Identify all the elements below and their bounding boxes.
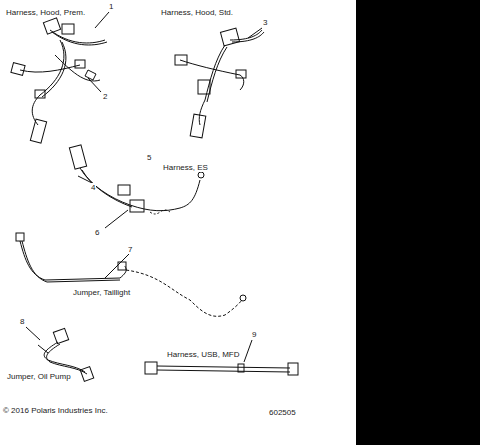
callout-number: 5 (146, 153, 152, 162)
callout-number: 8 (19, 317, 25, 326)
harness-hood-prem (11, 12, 109, 143)
part-name: Jumper, Taillight (72, 288, 131, 297)
harness-es (69, 145, 204, 228)
part-name: Harness, ES (162, 163, 209, 172)
black-band (356, 0, 480, 445)
part-name: Jumper, Oil Pump (6, 372, 72, 381)
callout-number: 1 (108, 2, 114, 11)
jumper-taillight (16, 233, 246, 316)
callout-number: 7 (127, 245, 133, 254)
figure-number: 602505 (268, 408, 297, 417)
part-name: Harness, Hood, Std. (160, 8, 234, 17)
callout-number: 4 (90, 183, 96, 192)
callout-number: 9 (251, 330, 257, 339)
harness-usb-mfd (145, 340, 298, 375)
copyright-note: © 2016 Polaris Industries Inc. (2, 406, 109, 415)
part-name: Harness, USB, MFD (166, 350, 240, 359)
part-name: Harness, Hood, Prem. (5, 8, 86, 17)
harness-hood-std (175, 28, 264, 138)
callout-number: 2 (102, 92, 108, 101)
callout-number: 3 (262, 18, 268, 27)
callout-number: 6 (94, 228, 100, 237)
